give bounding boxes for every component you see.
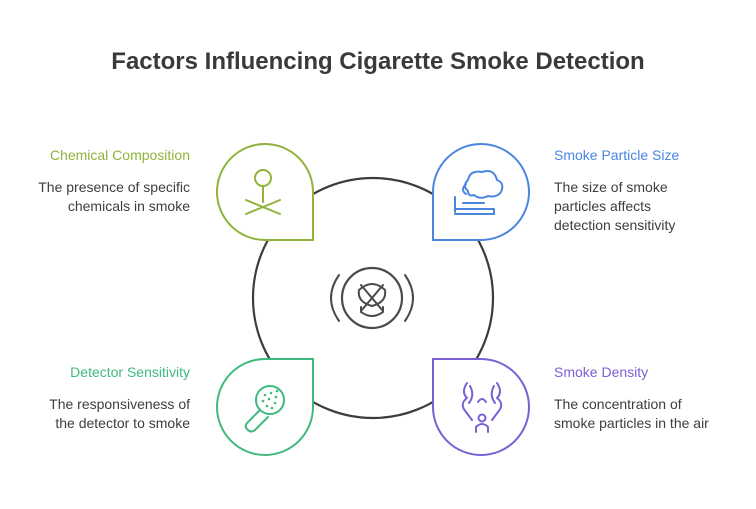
factor-description: The responsiveness of the detector to sm… bbox=[49, 396, 190, 431]
chemical-composition-tile bbox=[216, 143, 314, 241]
page-title: Factors Influencing Cigarette Smoke Dete… bbox=[111, 48, 645, 75]
detector-sensitivity-tile bbox=[216, 358, 314, 456]
factor-smoke-particle-size: Smoke Particle Size The size of smoke pa… bbox=[554, 147, 744, 235]
central-ring bbox=[251, 176, 495, 420]
factor-detector-sensitivity: Detector Sensitivity The responsiveness … bbox=[14, 364, 190, 433]
smoke-bed-icon bbox=[454, 170, 504, 215]
factor-description: The size of smoke particles affects dete… bbox=[554, 179, 676, 233]
magnifier-icon bbox=[244, 385, 285, 433]
chemical-poison-icon bbox=[245, 169, 281, 215]
factor-title: Smoke Density bbox=[554, 364, 649, 380]
factor-chemical-composition: Chemical Composition The presence of spe… bbox=[14, 147, 190, 216]
factor-description: The presence of specific chemicals in sm… bbox=[38, 179, 190, 214]
factor-title: Chemical Composition bbox=[49, 147, 190, 163]
factor-description: The concentration of smoke particles in … bbox=[554, 396, 709, 431]
factor-title: Detector Sensitivity bbox=[70, 364, 190, 380]
dense-smoke-person-icon bbox=[461, 382, 503, 433]
factor-smoke-density: Smoke Density The concentration of smoke… bbox=[554, 364, 750, 433]
smoke-density-tile bbox=[432, 358, 530, 456]
smoke-particle-size-tile bbox=[432, 143, 530, 241]
smoke-detector-alarm-icon bbox=[330, 266, 414, 330]
factor-title: Smoke Particle Size bbox=[554, 147, 680, 163]
